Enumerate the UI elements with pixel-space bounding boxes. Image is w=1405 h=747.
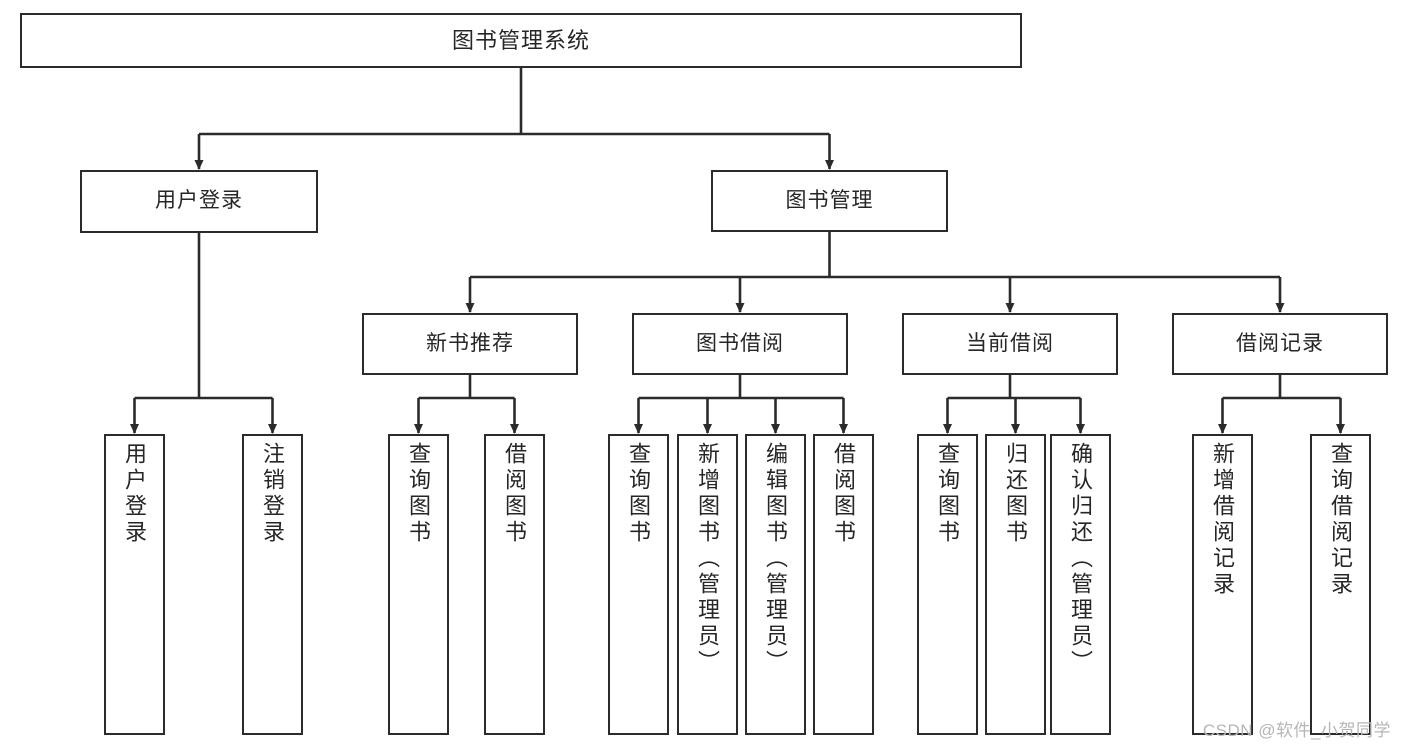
node-root[interactable]: 图书管理系统 <box>20 13 1022 68</box>
leaf-borrow-book-recommend-label: 借阅图书 <box>502 442 528 546</box>
leaf-return-book[interactable]: 归还图书 <box>985 434 1046 735</box>
leaf-query-book-current-label: 查询图书 <box>935 442 961 546</box>
node-root-label: 图书管理系统 <box>451 27 590 53</box>
leaf-add-borrow-record-label: 新增借阅记录 <box>1210 442 1236 598</box>
leaf-borrow-book[interactable]: 借阅图书 <box>813 434 874 735</box>
node-book-management-label: 图书管理 <box>785 188 874 212</box>
node-user-login-label: 用户登录 <box>155 189 243 213</box>
leaf-logout-label: 注销登录 <box>260 442 286 546</box>
leaf-edit-book-admin[interactable]: 编辑图书（管理员） <box>745 434 806 735</box>
leaf-query-book-current[interactable]: 查询图书 <box>917 434 978 735</box>
leaf-add-book-admin[interactable]: 新增图书（管理员） <box>677 434 738 735</box>
node-borrow-records-label: 借阅记录 <box>1236 331 1324 355</box>
leaf-logout[interactable]: 注销登录 <box>242 434 303 735</box>
node-new-book-recommend[interactable]: 新书推荐 <box>362 313 578 375</box>
leaf-query-book-label: 查询图书 <box>626 442 652 546</box>
node-current-borrow[interactable]: 当前借阅 <box>902 313 1118 375</box>
leaf-confirm-return-admin[interactable]: 确认归还（管理员） <box>1050 434 1111 735</box>
leaf-query-book-recommend-label: 查询图书 <box>406 442 432 546</box>
node-book-management[interactable]: 图书管理 <box>711 170 948 232</box>
leaf-borrow-book-label: 借阅图书 <box>831 442 857 546</box>
node-book-borrow[interactable]: 图书借阅 <box>632 313 848 375</box>
leaf-query-borrow-record[interactable]: 查询借阅记录 <box>1310 434 1371 735</box>
node-user-login[interactable]: 用户登录 <box>80 170 318 233</box>
node-book-borrow-label: 图书借阅 <box>696 331 784 355</box>
leaf-query-book[interactable]: 查询图书 <box>608 434 669 735</box>
node-borrow-records[interactable]: 借阅记录 <box>1172 313 1388 375</box>
leaf-user-login-label: 用户登录 <box>122 442 148 546</box>
leaf-query-borrow-record-label: 查询借阅记录 <box>1328 442 1354 598</box>
leaf-confirm-return-admin-label: 确认归还（管理员） <box>1068 442 1094 676</box>
node-current-borrow-label: 当前借阅 <box>966 331 1054 355</box>
leaf-user-login[interactable]: 用户登录 <box>104 434 165 735</box>
leaf-query-book-recommend[interactable]: 查询图书 <box>388 434 449 735</box>
leaf-edit-book-admin-label: 编辑图书（管理员） <box>763 442 789 676</box>
leaf-return-book-label: 归还图书 <box>1003 442 1029 546</box>
leaf-add-borrow-record[interactable]: 新增借阅记录 <box>1192 434 1253 735</box>
leaf-borrow-book-recommend[interactable]: 借阅图书 <box>484 434 545 735</box>
node-new-book-recommend-label: 新书推荐 <box>426 331 514 355</box>
leaf-add-book-admin-label: 新增图书（管理员） <box>695 442 721 676</box>
